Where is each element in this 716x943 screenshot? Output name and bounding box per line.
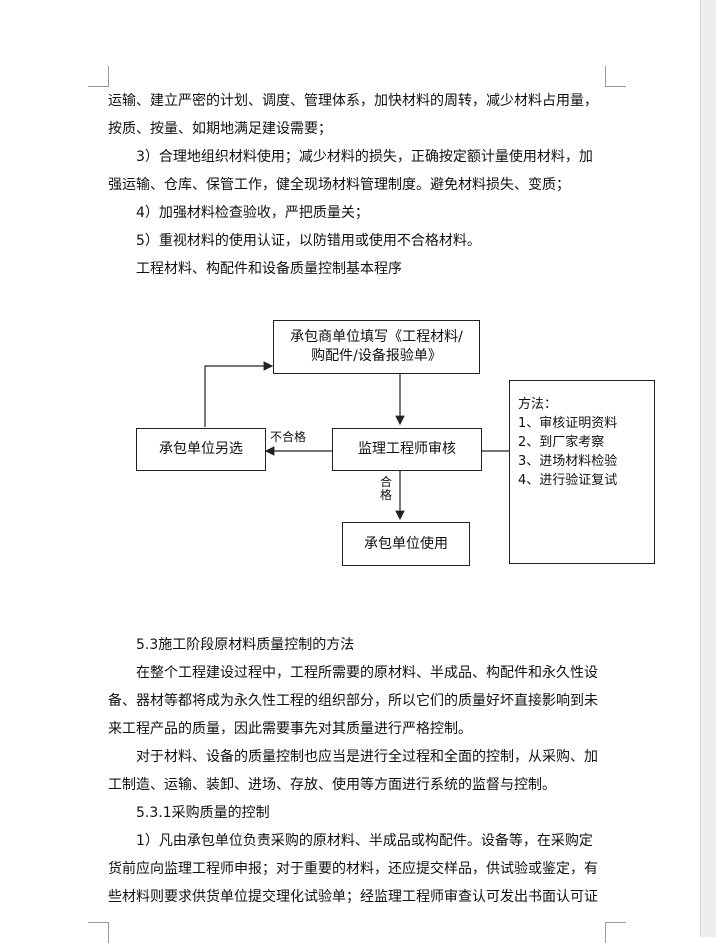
methods-item: 4、进行验证复试 <box>518 473 618 488</box>
arrow-alt-to-fill <box>204 361 274 427</box>
section-heading: 5.3施工阶段原材料质量控制的方法 <box>136 637 355 653</box>
margin-corner-top-right <box>605 66 626 87</box>
flow-box-fill-line1: 承包商单位填写《工程材料/ <box>290 329 463 345</box>
paragraph-line: 工制造、运输、装卸、进场、存放、使用等方面进行系统的监督与控制。 <box>108 777 556 793</box>
paragraph-line: 强运输、仓库、保管工作，健全现场材料管理制度。避免材料损失、变质； <box>108 177 570 193</box>
paragraph-line: 来工程产品的质量，因此需要事先对其质量进行严格控制。 <box>108 721 472 737</box>
window-scrollbar-area[interactable] <box>700 0 716 937</box>
flow-box-fill-form: 承包商单位填写《工程材料/ 购配件/设备报验单》 <box>273 320 480 374</box>
label-pass: 合格 <box>380 475 393 502</box>
flow-box-alternative: 承包单位另选 <box>136 428 266 471</box>
paragraph-line: 运输、建立严密的计划、调度、管理体系，加快材料的周转，减少材料占用量， <box>108 93 598 109</box>
flow-box-fill-line2: 购配件/设备报验单》 <box>311 348 442 364</box>
methods-box: 方法： 1、审核证明资料 2、到厂家考察 3、进场材料检验 4、进行验证复试 <box>509 380 655 564</box>
paragraph-line: 在整个工程建设过程中，工程所需要的原材料、半成品、构配件和永久性设 <box>136 665 598 681</box>
margin-corner-top-left <box>88 66 109 87</box>
paragraph-line: 3）合理地组织材料使用；减少材料的损失，正确按定额计量使用材料，加 <box>136 149 593 165</box>
paragraph-line: 对于材料、设备的质量控制也应当是进行全过程和全面的控制，从采购、加 <box>136 749 598 765</box>
methods-item: 3、进场材料检验 <box>518 454 618 469</box>
methods-item: 2、到厂家考察 <box>518 435 605 450</box>
paragraph-line: 4）加强材料检查验收，严把质量关； <box>136 205 369 221</box>
flowchart-caption: 工程材料、构配件和设备质量控制基本程序 <box>136 261 402 277</box>
label-fail: 不合格 <box>270 430 307 444</box>
margin-corner-bottom-right <box>605 922 626 943</box>
methods-item: 1、审核证明资料 <box>518 416 618 431</box>
margin-corner-bottom-left <box>88 922 109 943</box>
flow-box-use: 承包单位使用 <box>342 522 470 566</box>
subsection-heading: 5.3.1采购质量的控制 <box>136 805 270 821</box>
paragraph-line: 货前应向监理工程师申报；对于重要的材料，还应提交样品，供试验或鉴定，有 <box>108 861 598 877</box>
methods-title: 方法： <box>518 397 558 412</box>
paragraph-line: 按质、按量、如期地满足建设需要； <box>108 121 332 137</box>
paragraph-line: 备、器材等都将成为永久性工程的组织部分，所以它们的质量好坏直接影响到未 <box>108 693 598 709</box>
flow-box-review: 监理工程师审核 <box>332 428 482 471</box>
paragraph-line: 1）凡由承包单位负责采购的原材料、半成品或构配件。设备等，在采购定 <box>136 833 593 849</box>
paragraph-line: 些材料则要求供货单位提交理化试验单；经监理工程师审查认可发出书面认可证 <box>108 889 598 905</box>
paragraph-line: 5）重视材料的使用认证，以防错用或使用不合格材料。 <box>136 233 481 249</box>
